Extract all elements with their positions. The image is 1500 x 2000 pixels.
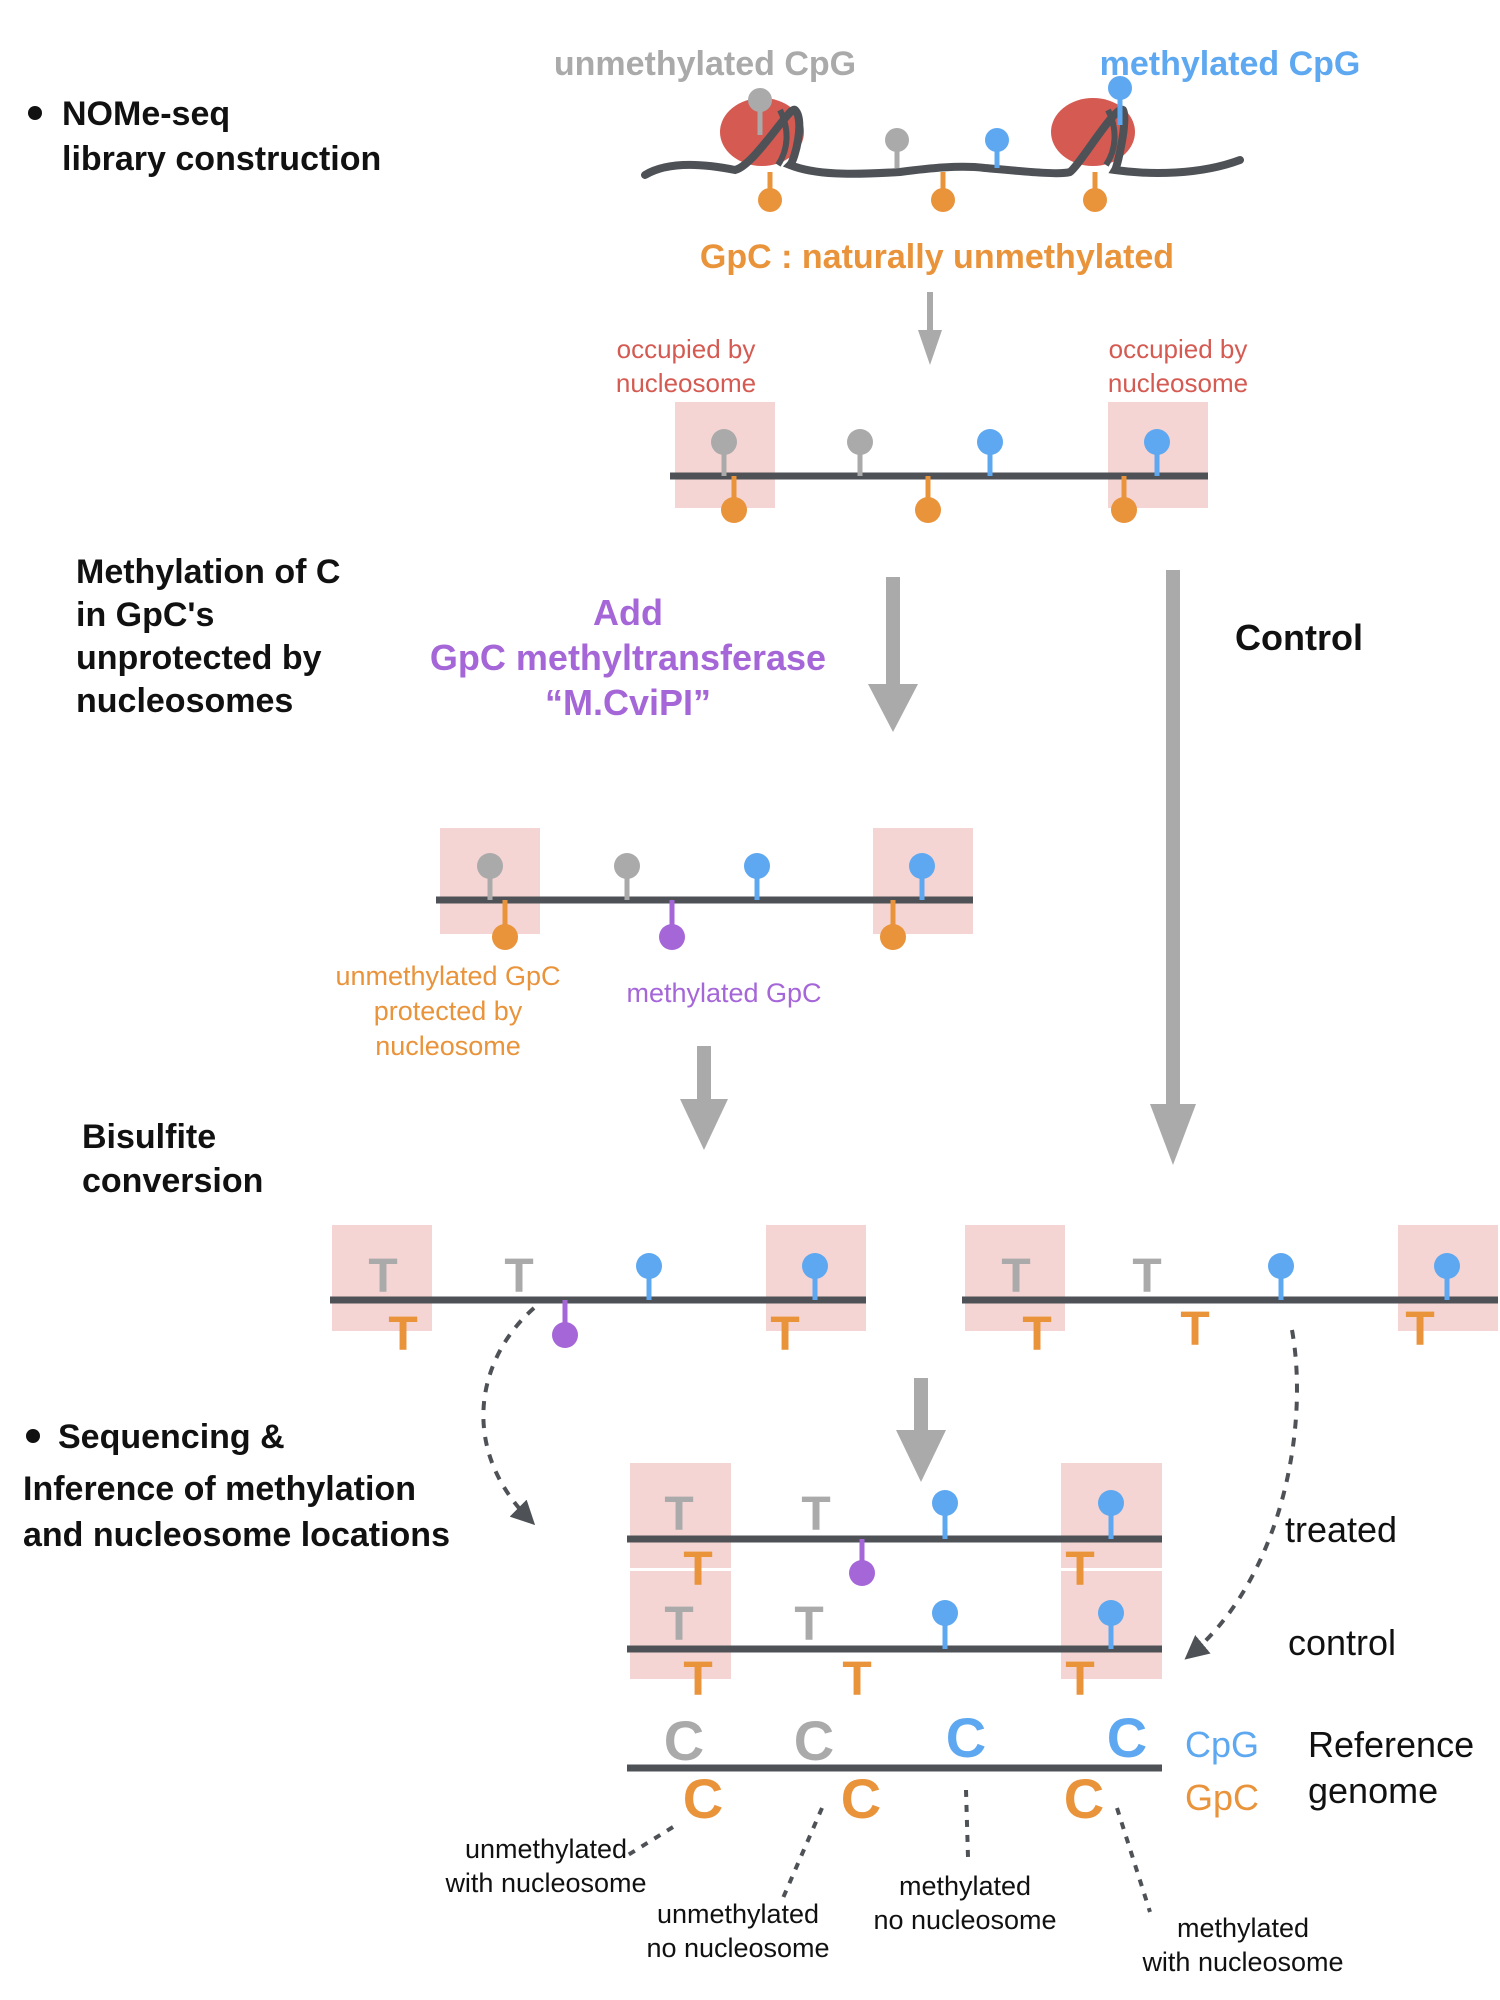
step-methylation-line2: in GpC's (76, 596, 214, 634)
converted-t-gray: T (504, 1250, 533, 1303)
converted-t-gray: T (1001, 1250, 1030, 1303)
add-enzyme-line2: GpC methyltransferase (430, 637, 826, 678)
unmeth-gpc-line3: nucleosome (375, 1031, 521, 1061)
add-enzyme-line3: “M.CviPI” (545, 682, 711, 723)
converted-t-gray: T (1132, 1250, 1161, 1303)
read-t-gray: T (664, 1488, 693, 1541)
methylated-cpg-label: methylated CpG (1100, 45, 1361, 83)
reference-letters: C C C C C C C (664, 1706, 1147, 1830)
reference-line1: Reference (1308, 1724, 1474, 1765)
control-label: Control (1235, 617, 1363, 658)
annotation-1-line1: unmethylated (465, 1834, 627, 1864)
bullet-sequencing (26, 1429, 40, 1443)
reference-line2: genome (1308, 1770, 1438, 1811)
annotation-2-line1: unmethylated (657, 1899, 819, 1929)
row4l-letters: T T T T (368, 1250, 799, 1361)
meth-gpc-label: methylated GpC (626, 978, 821, 1008)
read-t-orange: T (842, 1653, 871, 1706)
read-t-orange: T (1065, 1543, 1094, 1596)
annotation-leaders (626, 1789, 1152, 1913)
converted-t-orange: T (1022, 1308, 1051, 1361)
nucleosome-box (630, 1463, 731, 1568)
annotation-3-line1: methylated (899, 1871, 1031, 1901)
occupied-right-line2: nucleosome (1108, 368, 1248, 398)
arrow-sequencing (896, 1378, 946, 1482)
step-library-line2: library construction (62, 140, 381, 178)
ref-c-blue: C (1107, 1706, 1147, 1769)
annotation-2-line2: no nucleosome (646, 1933, 829, 1963)
row4r-markers (1268, 1253, 1460, 1300)
ref-c-orange: C (841, 1767, 881, 1830)
top-cpg-markers (748, 76, 1132, 168)
occupied-left-line2: nucleosome (616, 368, 756, 398)
read-t-orange: T (1065, 1653, 1094, 1706)
treated-read-markers (849, 1490, 1124, 1586)
row2-markers (711, 429, 1170, 523)
annotation-4-line1: methylated (1177, 1913, 1309, 1943)
control-read-letters: T T T T T (664, 1598, 1094, 1706)
read-t-gray: T (794, 1598, 823, 1651)
unmeth-gpc-line1: unmethylated GpC (335, 961, 560, 991)
step-methylation-line1: Methylation of C (76, 553, 340, 591)
ref-c-orange: C (1064, 1767, 1104, 1830)
arrow-control (1150, 570, 1196, 1165)
ref-c-gray: C (664, 1709, 704, 1772)
arrow-small-1 (918, 292, 942, 365)
row4l-markers (552, 1253, 828, 1348)
nucleosome-box (332, 1225, 432, 1331)
annotation-3-line2: no nucleosome (873, 1905, 1056, 1935)
arrow-bisulfite (680, 1046, 728, 1150)
control-lower-label: control (1288, 1622, 1396, 1663)
read-t-gray: T (664, 1598, 693, 1651)
gpc-natural-label: GpC : naturally unmethylated (700, 238, 1174, 276)
converted-t-gray: T (368, 1250, 397, 1303)
ref-c-blue: C (946, 1706, 986, 1769)
arrow-treatment (868, 577, 918, 732)
treated-label: treated (1285, 1509, 1397, 1550)
control-read-markers (932, 1600, 1124, 1649)
converted-t-orange: T (770, 1308, 799, 1361)
top-gpc-markers (758, 172, 1107, 212)
occupied-right-line1: occupied by (1109, 334, 1248, 364)
step-library-line1: NOMe-seq (62, 95, 230, 133)
converted-t-orange: T (1180, 1303, 1209, 1356)
step-methylation-line4: nucleosomes (76, 682, 293, 720)
nucleosome-box (965, 1225, 1065, 1331)
treated-read-letters: T T T T (664, 1488, 1094, 1596)
annotation-1-line2: with nucleosome (444, 1868, 646, 1898)
unmethylated-cpg-label: unmethylated CpG (554, 45, 856, 83)
converted-t-orange: T (388, 1308, 417, 1361)
read-t-gray: T (801, 1488, 830, 1541)
ref-c-orange: C (683, 1767, 723, 1830)
add-enzyme-line1: Add (593, 592, 663, 633)
dna-strand-curve (641, 105, 1244, 179)
ref-c-gray: C (794, 1709, 834, 1772)
dashed-arrow-treated (481, 1306, 536, 1526)
nucleosome-box (630, 1571, 731, 1679)
converted-t-orange: T (1405, 1303, 1434, 1356)
unmeth-gpc-line2: protected by (374, 996, 523, 1026)
step-sequencing-line3: and nucleosome locations (23, 1516, 450, 1554)
gpc-legend: GpC (1185, 1777, 1259, 1818)
read-t-orange: T (683, 1653, 712, 1706)
row3-markers (477, 853, 935, 950)
row4r-letters: T T T T T (1001, 1250, 1434, 1361)
chromatin-strand (641, 98, 1244, 179)
cpg-legend: CpG (1185, 1724, 1259, 1765)
step-bisulfite-line1: Bisulfite (82, 1118, 216, 1156)
step-bisulfite-line2: conversion (82, 1162, 263, 1200)
step-methylation-line3: unprotected by (76, 639, 322, 677)
step-sequencing-line2: Inference of methylation (23, 1470, 416, 1508)
bullet-library (28, 106, 42, 120)
step-sequencing-line1: Sequencing & (58, 1418, 285, 1456)
occupied-left-line1: occupied by (617, 334, 756, 364)
dashed-arrow-control (1184, 1329, 1299, 1660)
read-t-orange: T (683, 1543, 712, 1596)
annotation-4-line2: with nucleosome (1141, 1947, 1343, 1977)
